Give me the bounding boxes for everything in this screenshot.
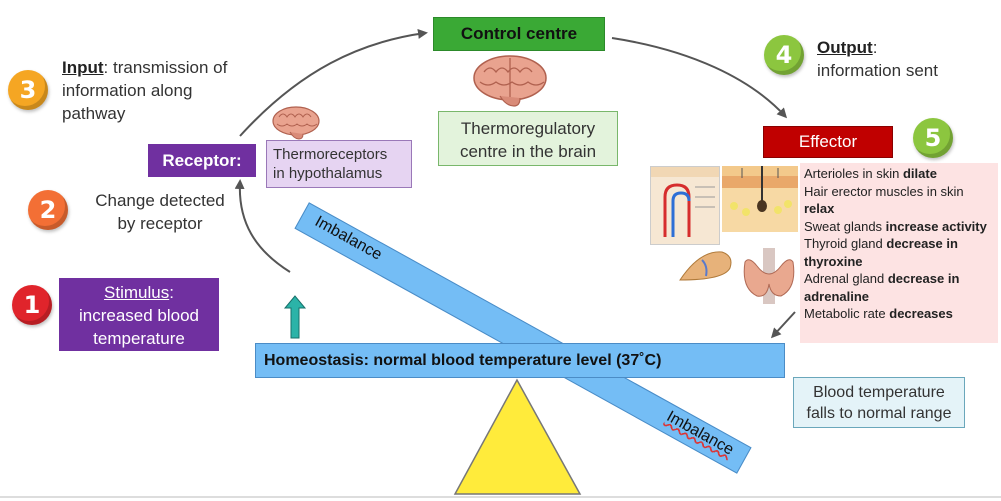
arrow-stimulus-to-receptor (234, 179, 291, 273)
effector-response: Adrenal gland decrease in adrenaline (804, 271, 960, 304)
output-title: Output (817, 38, 873, 57)
arrow-input-to-control (239, 29, 428, 137)
brain-small-icon (272, 106, 320, 140)
result-box: Blood temperature falls to normal range (793, 377, 965, 428)
fulcrum-triangle (453, 378, 582, 495)
input-text: Input: transmission of information along… (62, 58, 228, 123)
step-1-badge: 1 (12, 285, 52, 325)
effector-response: Arterioles in skin dilate (804, 166, 937, 181)
homeostasis-label: Homeostasis: normal blood temperature le… (264, 351, 662, 369)
control-centre-label: Control centre (460, 24, 578, 43)
brain-icon (473, 55, 547, 107)
arrow-control-to-effector (611, 37, 788, 119)
effector-responses-panel: Arterioles in skin dilate Hair erector m… (800, 163, 998, 343)
skin-diagram-left-icon (650, 166, 720, 245)
effector-response: Sweat glands increase activity (804, 218, 987, 234)
change-text: Change detected by receptor (95, 191, 225, 233)
skin-diagram-right-icon (722, 166, 798, 232)
stimulus-box: Stimulus: increased blood temperature (59, 278, 219, 351)
receptor-box: Receptor: (148, 144, 256, 177)
homeostasis-bar: Homeostasis: normal blood temperature le… (255, 343, 785, 378)
step-4-badge: 4 (764, 35, 804, 75)
step-3-badge: 3 (8, 70, 48, 110)
receptor-description: Thermoreceptors in hypothalamus (266, 140, 412, 188)
step-5-badge: 5 (913, 118, 953, 158)
thyroid-gland-icon (743, 248, 795, 304)
arrow-effector-to-homeostasis (770, 311, 796, 339)
stimulus-title: Stimulus (104, 283, 170, 302)
input-title: Input (62, 58, 104, 77)
effector-label: Effector (798, 132, 858, 151)
adrenal-gland-icon (679, 251, 732, 281)
control-centre-box: Control centre (433, 17, 605, 51)
output-text: Output: information sent (817, 38, 938, 80)
effector-response: Thyroid gland decrease in thyroxine (804, 236, 958, 269)
receptor-label: Receptor: (162, 151, 242, 170)
effector-response: Hair erector muscles in skin relax (804, 183, 964, 217)
effector-response: Metabolic rate decreases (804, 306, 953, 321)
step-2-badge: 2 (28, 190, 68, 230)
effector-box: Effector (763, 126, 893, 158)
teal-up-arrow (283, 295, 307, 339)
control-centre-description: Thermoregulatory centre in the brain (438, 111, 618, 166)
